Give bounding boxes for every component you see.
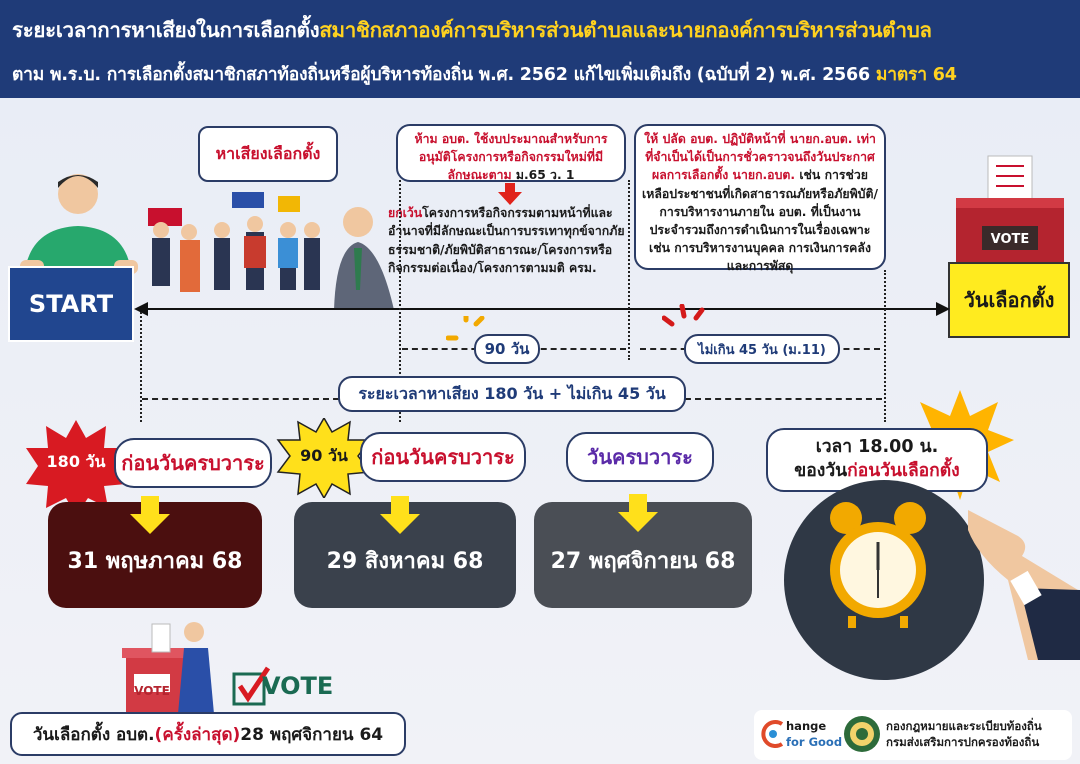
change-logo-line2: for Good xyxy=(786,735,843,750)
timeline-left-arrowhead xyxy=(134,302,148,316)
last-election-date: 28 พฤศจิกายน 64 xyxy=(240,724,384,745)
milestone-2-label: ก่อนวันครบวาระ xyxy=(360,432,526,482)
header-subtitle: ตาม พ.ร.บ. การเลือกตั้งสมาชิกสภาท้องถิ่น… xyxy=(12,60,957,88)
agency-line2: กรมส่งเสริมการปกครองท้องถิ่น xyxy=(886,735,1040,750)
budget-prohibition-card: ห้าม อบต. ใช้งบประมาณสำหรับการอนุมัติโคร… xyxy=(396,124,626,182)
alarm-clock-icon xyxy=(830,502,926,628)
exception-keyword: ยกเว้น xyxy=(388,206,423,220)
last-election-note: (ครั้งล่าสุด) xyxy=(154,724,241,745)
campaign-crowd-illustration xyxy=(148,192,394,310)
check-mark-icon xyxy=(232,666,271,706)
header-title-part2: สมาชิกสภาองค์การบริหารส่วนตำบลและนายกองค… xyxy=(319,18,932,42)
marker-line-180 xyxy=(140,312,142,422)
marker-line-election xyxy=(884,270,886,422)
budget-prohibition-section: ม.65 ว. 1 xyxy=(511,168,575,183)
badge-180-text: 180 วัน xyxy=(46,452,106,471)
deadline-label: เวลา 18.00 น. ของวันก่อนวันเลือกตั้ง xyxy=(766,428,988,492)
alert-spark-icon xyxy=(662,304,705,327)
span-total-pill: ระยะเวลาหาเสียง 180 วัน + ไม่เกิน 45 วัน xyxy=(338,376,686,412)
header-title-part1: ระยะเวลาการหาเสียงในการเลือกตั้ง xyxy=(12,18,320,42)
date-3-text: 27 พฤศจิกายน 68 xyxy=(550,548,736,574)
milestone-3-label: วันครบวาระ xyxy=(566,432,714,482)
header-banner: ระยะเวลาการหาเสียงในการเลือกตั้งสมาชิกสภ… xyxy=(0,0,1080,98)
milestone-1-label: ก่อนวันครบวาระ xyxy=(114,438,272,488)
date-1-text: 31 พฤษภาคม 68 xyxy=(67,548,243,574)
span-90-pill: 90 วัน xyxy=(474,334,540,364)
last-election-prefix: วันเลือกตั้ง อบต. xyxy=(32,724,155,745)
header-subtitle-part1: ตาม พ.ร.บ. การเลือกตั้งสมาชิกสภาท้องถิ่น… xyxy=(12,65,876,85)
agency-line1: กองกฎหมายและระเบียบท้องถิ่น xyxy=(886,719,1042,733)
badge-90-text: 90 วัน xyxy=(300,446,348,465)
budget-exception-text: ยกเว้นโครงการหรือกิจกรรมตามหน้าที่และอำน… xyxy=(388,204,638,278)
date-2-text: 29 สิงหาคม 68 xyxy=(326,548,484,574)
pointing-hand-illustration xyxy=(968,510,1080,660)
acting-mayor-examples: เช่น การช่วยเหลือประชาชนที่เกิดสาธารณภัย… xyxy=(642,168,878,274)
exception-detail: โครงการหรือกิจกรรมตามหน้าที่และอำนาจที่ม… xyxy=(388,206,625,276)
span-45-pill: ไม่เกิน 45 วัน (ม.11) xyxy=(684,334,840,364)
campaign-label: หาเสียงเลือกตั้ง xyxy=(198,126,338,182)
deadline-day-prefix: ของวัน xyxy=(794,461,848,481)
footer-logo-panel xyxy=(754,710,1072,760)
change-logo-line1: hange xyxy=(786,719,827,733)
voter-figure-illustration xyxy=(20,174,138,278)
badge-burst-yellow xyxy=(276,418,372,498)
change-for-good-logo-icon xyxy=(761,720,784,748)
timeline-right-arrowhead xyxy=(936,302,950,316)
spark-icon xyxy=(446,316,485,341)
header-title: ระยะเวลาการหาเสียงในการเลือกตั้งสมาชิกสภ… xyxy=(12,14,932,47)
marker-line-term-end xyxy=(628,180,630,360)
marker-line-90 xyxy=(399,180,401,422)
change-for-good-text: hange for Good xyxy=(786,718,842,750)
voting-box-label: VOTE xyxy=(134,684,170,698)
deadline-day: ของวันก่อนวันเลือกตั้ง xyxy=(794,460,959,484)
election-day-label: วันเลือกตั้ง xyxy=(948,262,1070,338)
acting-mayor-card: ให้ ปลัด อบต. ปฏิบัติหน้าที่ นายก.อบต. เ… xyxy=(634,124,886,274)
agency-name: กองกฎหมายและระเบียบท้องถิ่น กรมส่งเสริมก… xyxy=(886,718,1042,750)
badge-burst-red xyxy=(26,420,126,516)
deadline-day-highlight: ก่อนวันเลือกตั้ง xyxy=(847,461,960,481)
red-down-arrow-icon xyxy=(498,183,522,205)
main-timeline xyxy=(136,308,946,310)
start-box: START xyxy=(8,266,134,342)
deadline-time: เวลา 18.00 น. xyxy=(815,437,939,458)
voting-person-illustration xyxy=(122,622,214,714)
agency-seal-icon xyxy=(844,716,880,752)
budget-prohibition-text: ห้าม อบต. ใช้งบประมาณสำหรับการอนุมัติโคร… xyxy=(414,132,608,183)
ballot-box-label: VOTE xyxy=(990,231,1030,247)
header-subtitle-section: มาตรา 64 xyxy=(875,65,957,85)
last-election-label: วันเลือกตั้ง อบต. (ครั้งล่าสุด) 28 พฤศจิ… xyxy=(10,712,406,756)
date-box-2: 29 สิงหาคม 68 xyxy=(294,502,516,608)
vote-logo-text: VOTE xyxy=(262,672,334,700)
acting-mayor-text: ให้ ปลัด อบต. ปฏิบัติหน้าที่ นายก.อบต. เ… xyxy=(644,132,876,183)
ballot-box-icon xyxy=(956,155,1064,266)
